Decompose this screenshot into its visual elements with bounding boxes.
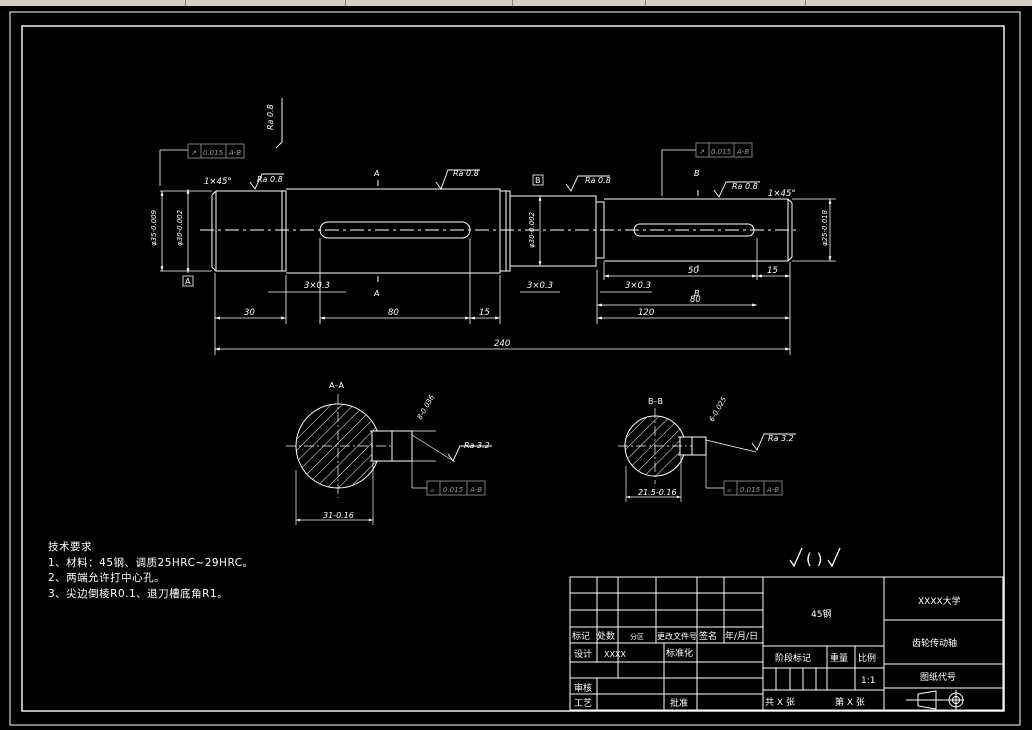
dim-50: 50 (688, 266, 699, 276)
title-block-grid (569, 576, 1004, 711)
tech-line-2: 2、两端允许打中心孔。 (48, 572, 166, 584)
symmetry-symbol-b: ⌯ (726, 486, 732, 494)
tol-ref-a: A-B (469, 486, 482, 494)
drawing-number-label: 图纸代号 (920, 671, 956, 683)
toolbar-separator (185, 0, 186, 6)
tolerance-texts: ↗ 0.015 A-B ↗ 0.015 A-B ⌯ 0.015 A-B ⌯ 0.… (191, 148, 779, 494)
header-signature: 签名 (699, 630, 717, 642)
other-roughness-note: ( ) (806, 550, 822, 568)
technical-requirements: 技术要求 1、材料：45钢、调质25HRC~29HRC。 2、两端允许打中心孔。… (48, 540, 254, 602)
datum-a: A (185, 277, 191, 286)
ra-0-8-middle: Ra 0.8 (453, 169, 479, 178)
school-name: XXXX大学 (918, 595, 961, 607)
toolbar-separator (512, 0, 513, 6)
dim-120: 120 (638, 308, 654, 318)
chamfer-right: 1×45° (768, 189, 796, 199)
section-b-b-title: B–B (648, 397, 663, 406)
section-mark-a-top: A (373, 169, 379, 178)
outer-sheet-border (9, 11, 1021, 726)
ra-3-2-section-a: Ra 3.2 (464, 441, 490, 450)
section-b-b (618, 408, 757, 502)
dim-15-right: 15 (767, 266, 778, 276)
keyway-width-8: 8-0.036 (416, 393, 437, 421)
runout-symbol-right: ↗ (699, 148, 705, 156)
tech-title: 技术要求 (48, 541, 92, 553)
projection-symbol-icon (906, 690, 964, 710)
ra-0-8-left: Ra 0.8 (257, 175, 283, 184)
ra-0-8-step: Ra 0.8 (585, 176, 611, 185)
material-value: 45钢 (811, 608, 831, 620)
ra-3-2-section-b: Ra 3.2 (768, 434, 794, 443)
stage-mark-label: 阶段标记 (775, 652, 811, 664)
dim-80-right: 80 (690, 295, 701, 305)
dim-30: 30 (244, 308, 255, 318)
header-mark: 标记 (572, 630, 590, 642)
datum-texts: A B A A B B (185, 169, 700, 298)
inner-drawing-frame (21, 25, 1005, 712)
header-date: 年/月/日 (725, 630, 758, 642)
review-label: 审核 (574, 682, 592, 694)
total-sheets: 共 X 张 (765, 697, 795, 708)
dimension-texts: 30 80 15 240 120 80 50 15 3×0.3 3×0.3 3×… (150, 177, 829, 349)
roughness-texts: Ra 0.8 Ra 0.8 Ra 0.8 Ra 0.8 Ra 0.8 Ra 3.… (257, 104, 822, 568)
toolbar-separator (805, 0, 806, 6)
design-label: 设计 (574, 648, 592, 660)
section-mark-a-bottom: A (373, 289, 379, 298)
scale-label: 比例 (858, 652, 876, 664)
ra-0-8-right: Ra 0.8 (732, 182, 758, 191)
dia-25: φ25-0.018 (821, 209, 829, 246)
dia-30-mid: φ30-0.002 (528, 211, 536, 248)
dim-240: 240 (494, 339, 510, 349)
dim-15: 15 (479, 308, 490, 318)
dim-80: 80 (388, 308, 399, 318)
section-a-a-title: A–A (329, 381, 344, 390)
section-a-a (286, 394, 456, 525)
toolbar-separator (645, 0, 646, 6)
process-label: 工艺 (574, 698, 592, 709)
tol-value-right: 0.015 (711, 148, 732, 156)
toolbar-separator (345, 0, 346, 6)
groove-dim-3: 3×0.3 (625, 281, 651, 291)
section-mark-b-top: B (694, 169, 700, 178)
tol-ref-b: A-B (766, 486, 779, 494)
dimension-lines (159, 102, 836, 355)
tech-line-3: 3、尖边倒棱R0.1、退刀槽底角R1。 (48, 587, 229, 600)
datum-b: B (535, 176, 541, 185)
symmetry-symbol-a: ⌯ (429, 486, 435, 494)
chamfer-left: 1×45° (204, 177, 232, 187)
keyway-width-6: 6-0.025 (708, 395, 729, 423)
depth-31: 31-0.16 (323, 511, 354, 520)
dia-35: φ35-0.009 (150, 209, 158, 246)
weight-label: 重量 (830, 652, 848, 664)
groove-dim-2: 3×0.3 (527, 281, 553, 291)
shaft-main-view (200, 180, 800, 282)
ra-0-8-vertical: Ra 0.8 (266, 104, 275, 130)
header-document: 更改文件号 (657, 631, 697, 641)
tol-value-b: 0.015 (740, 486, 761, 494)
header-count: 处数 (597, 630, 615, 642)
title-block-texts: 45钢 XXXX大学 齿轮传动轴 图纸代号 标记 处数 分区 更改文件号 签名 … (572, 595, 961, 709)
tech-line-1: 1、材料：45钢、调质25HRC~29HRC。 (48, 556, 254, 569)
sheet-number: 第 X 张 (835, 696, 865, 708)
dia-30-left: φ30-0.002 (176, 209, 184, 246)
section-mark-b-bottom: B (694, 289, 700, 298)
tol-ref-right: A-B (736, 148, 749, 156)
designer-name: XXXX (604, 650, 626, 659)
depth-21-5: 21.5-0.16 (638, 488, 677, 497)
approve-label: 批准 (670, 697, 688, 709)
window-toolbar-strip (0, 0, 1032, 6)
groove-dim-1: 3×0.3 (304, 281, 330, 291)
datum-boxes (182, 174, 544, 287)
tol-ref-left: A-B (228, 149, 241, 157)
roughness-symbols (249, 98, 841, 568)
tol-value-a: 0.015 (443, 486, 464, 494)
part-name: 齿轮传动轴 (912, 637, 957, 649)
standardization-label: 标准化 (666, 647, 693, 659)
runout-symbol-left: ↗ (191, 149, 197, 157)
scale-value: 1:1 (861, 676, 875, 686)
header-zone: 分区 (630, 632, 644, 641)
tol-value-left: 0.015 (203, 149, 224, 157)
